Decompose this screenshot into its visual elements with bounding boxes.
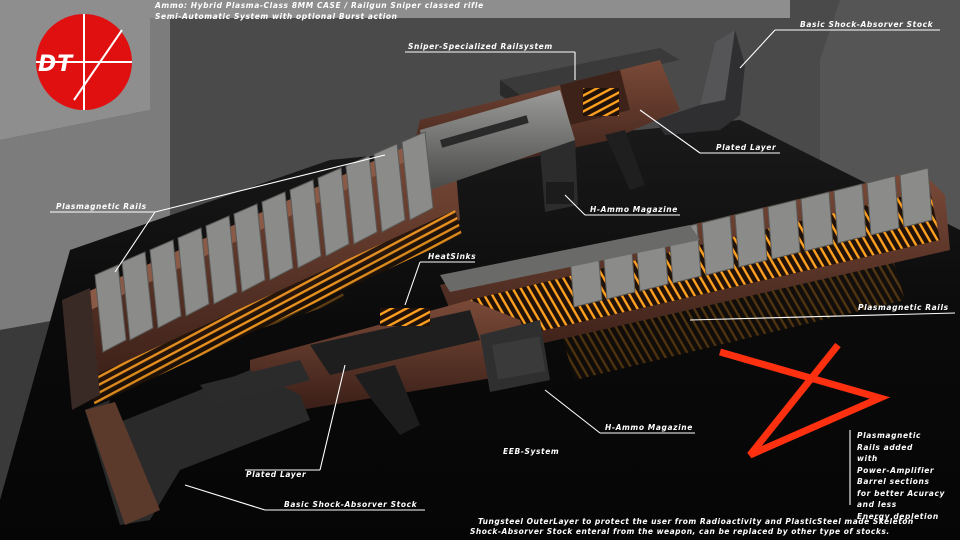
lower-rifle [85, 167, 950, 525]
callout-stock-top: Basic Shock-Absorver Stock [800, 20, 934, 29]
side-note-line: with [857, 454, 878, 463]
side-note-line: Power-Amplifier [857, 465, 935, 475]
header-ammo-line: Ammo: Hybrid Plasma-Class 8MM CASE / Rai… [155, 1, 484, 10]
side-note-line: Plasmagnetic [857, 431, 922, 440]
callout-magazine-top: H-Ammo Magazine [590, 205, 678, 214]
side-note: Plasmagnetic Rails added with Power-Ampl… [857, 430, 945, 522]
callout-magazine-bottom: H-Ammo Magazine [605, 423, 693, 432]
side-note-line: Barrel sections [857, 477, 930, 486]
callout-plated-top: Plated Layer [716, 143, 777, 152]
footer-line-2: Shock-Absorver Stock enteral from the we… [470, 527, 890, 536]
callout-plasma-left: Plasmagnetic Rails [56, 202, 147, 211]
side-note-line: Energy depletion [857, 511, 939, 521]
callout-rail-system: Sniper-Specialized Railsystem [408, 42, 553, 51]
receiver-glow-panel [583, 88, 619, 116]
callout-stock-bottom: Basic Shock-Absorver Stock [284, 500, 418, 509]
callout-eeb-system: EEB-System [503, 447, 560, 456]
header-action-line: Semi-Automatic System with optional Burs… [155, 12, 398, 21]
callout-heatsinks: HeatSinks [428, 252, 477, 261]
dt-logo [36, 14, 132, 110]
side-note-line: and less [857, 500, 897, 509]
footer-line-1: Tungsteel OuterLayer to protect the user… [478, 517, 914, 526]
side-note-line: for better Acuracy [857, 488, 946, 498]
callout-plasma-right: Plasmagnetic Rails [858, 303, 949, 312]
heatsink-glow-panel [380, 308, 430, 326]
logo-text: DT [38, 52, 74, 77]
upper-rail-segments [94, 131, 434, 353]
red-floor-emblem [719, 342, 891, 459]
callout-lines [50, 29, 956, 511]
upper-rifle [62, 30, 745, 410]
side-note-line: Rails added [857, 442, 913, 452]
callout-plated-bottom: Plated Layer [246, 470, 307, 479]
